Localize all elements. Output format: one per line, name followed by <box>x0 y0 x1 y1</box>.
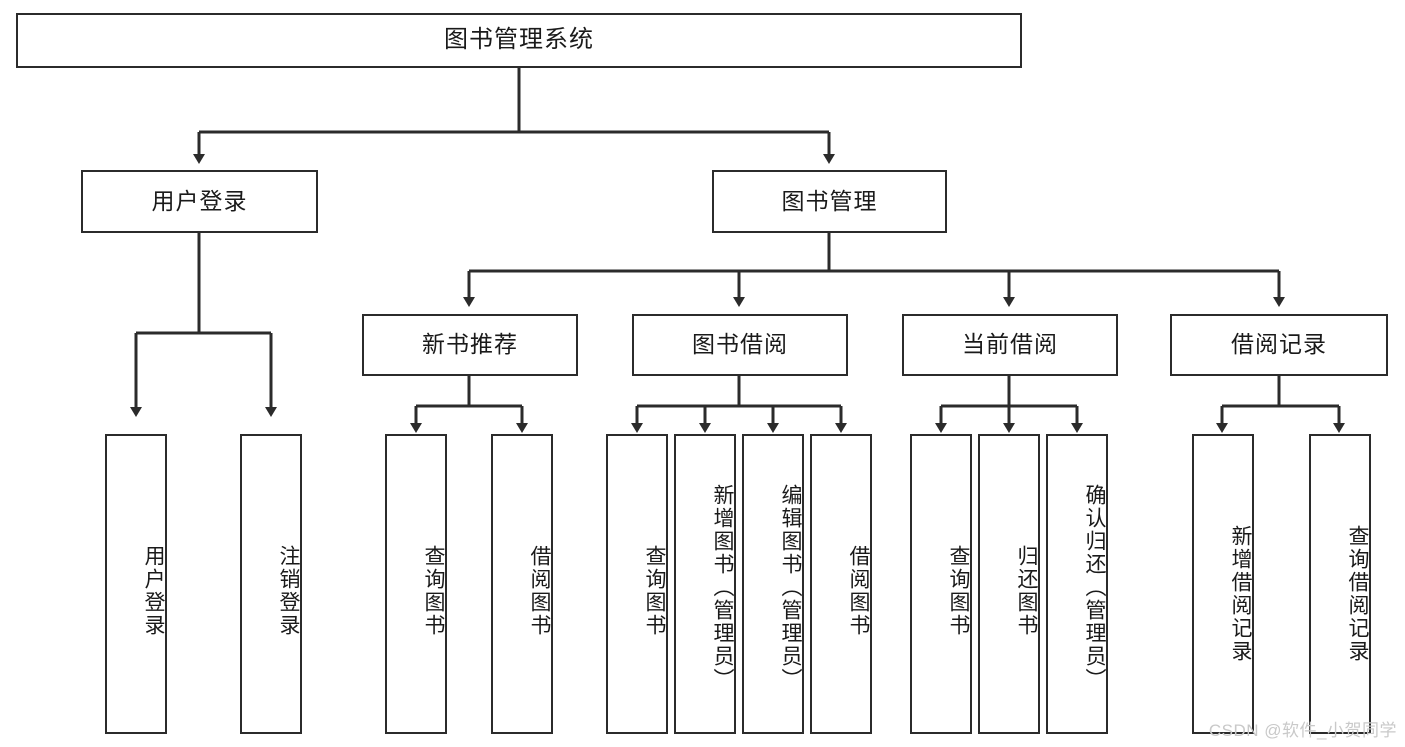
node-book-management[interactable]: 图书管理 <box>712 170 947 233</box>
node-root-book-management-system[interactable]: 图书管理系统 <box>16 13 1022 68</box>
leaf-book-borrow-edit-book-admin[interactable]: 编辑图书（管理员） <box>742 434 804 734</box>
node-new-book-recommend[interactable]: 新书推荐 <box>362 314 578 376</box>
leaf-book-borrow-query-book[interactable]: 查询图书 <box>606 434 668 734</box>
leaf-current-borrow-return-book[interactable]: 归还图书 <box>978 434 1040 734</box>
leaf-user-login-login[interactable]: 用户登录 <box>105 434 167 734</box>
leaf-current-borrow-query-book[interactable]: 查询图书 <box>910 434 972 734</box>
watermark-text: CSDN @软件_小贺同学 <box>1208 721 1397 740</box>
node-borrow-record[interactable]: 借阅记录 <box>1170 314 1388 376</box>
leaf-user-login-logout[interactable]: 注销登录 <box>240 434 302 734</box>
leaf-book-borrow-borrow-book[interactable]: 借阅图书 <box>810 434 872 734</box>
leaf-borrow-record-add-record[interactable]: 新增借阅记录 <box>1192 434 1254 734</box>
leaf-current-borrow-confirm-return-admin[interactable]: 确认归还（管理员） <box>1046 434 1108 734</box>
leaf-borrow-record-query-record[interactable]: 查询借阅记录 <box>1309 434 1371 734</box>
leaf-new-book-query-book[interactable]: 查询图书 <box>385 434 447 734</box>
node-book-borrow[interactable]: 图书借阅 <box>632 314 848 376</box>
leaf-book-borrow-add-book-admin[interactable]: 新增图书（管理员） <box>674 434 736 734</box>
node-user-login[interactable]: 用户登录 <box>81 170 318 233</box>
node-current-borrow[interactable]: 当前借阅 <box>902 314 1118 376</box>
leaf-new-book-borrow-book[interactable]: 借阅图书 <box>491 434 553 734</box>
